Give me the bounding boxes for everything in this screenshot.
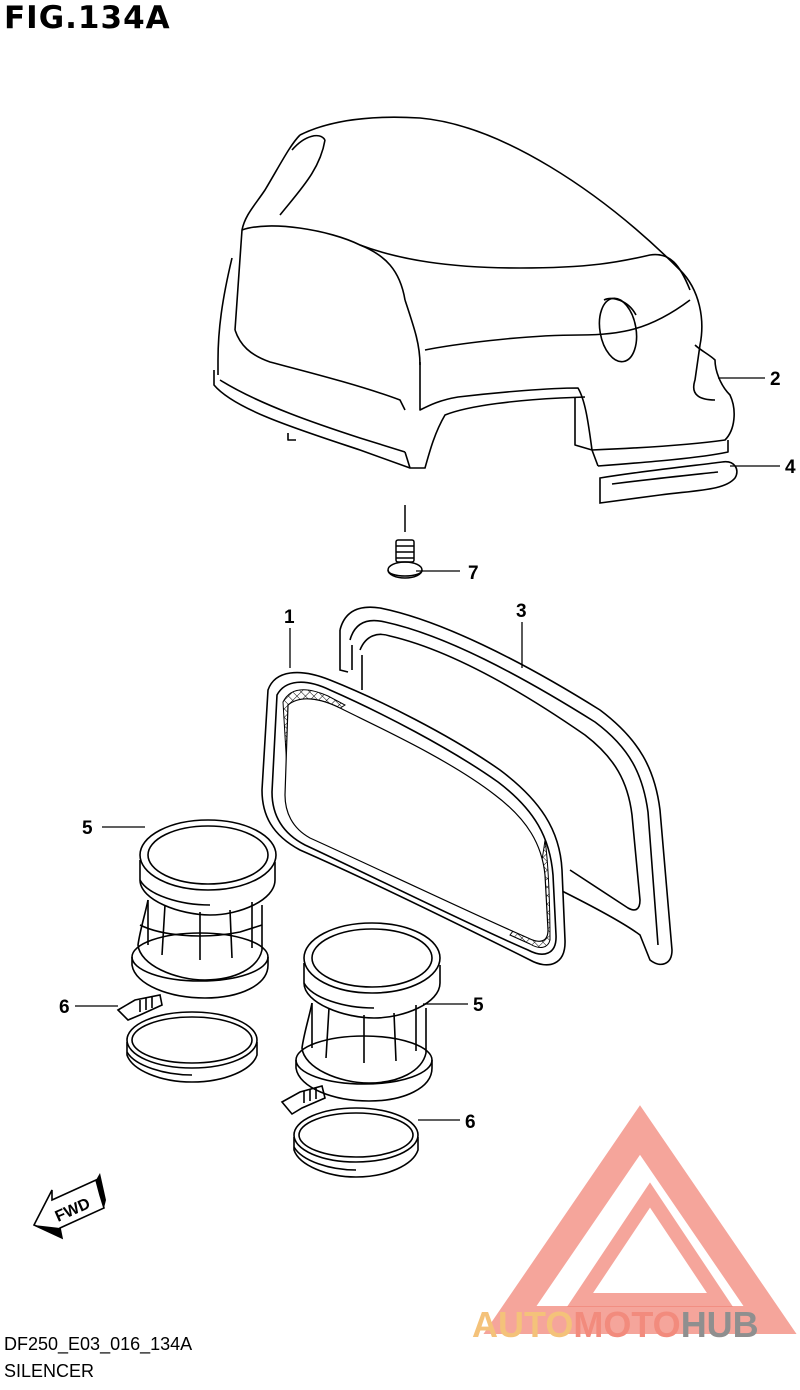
watermark-triangle-inner: [566, 1182, 734, 1307]
leader-lines: [75, 377, 780, 1121]
watermark-auto: AUTO: [472, 1304, 573, 1345]
filter-frame: [339, 606, 673, 966]
callouts: 2 4 7 1 3 5 5 6 6: [59, 369, 796, 1133]
hose-clamp-lower: [280, 1085, 419, 1178]
seal-gasket: [599, 460, 738, 504]
fwd-arrow: FWD: [32, 1173, 106, 1240]
svg-text:AUTOMOTOHUB: AUTOMOTOHUB: [472, 1304, 759, 1345]
intake-duct-upper: [131, 819, 277, 999]
callout-2: 2: [770, 369, 781, 390]
diagram-code: DF250_E03_016_134A: [4, 1334, 193, 1354]
watermark-logo: AUTOMOTOHUB: [472, 1105, 797, 1345]
screw: [387, 505, 423, 579]
diagram-caption: SILENCER: [4, 1361, 95, 1381]
figure-title: FIG.134A: [4, 0, 171, 36]
hose-clamp-upper: [116, 994, 258, 1083]
silencer-cover: [213, 116, 735, 469]
watermark-moto: MOTO: [573, 1304, 680, 1345]
callout-7: 7: [468, 563, 479, 584]
callout-1: 1: [284, 607, 295, 628]
watermark-triangle-outer: [483, 1105, 797, 1334]
callout-6-upper: 6: [59, 997, 70, 1018]
callout-5-lower: 5: [473, 995, 484, 1016]
callout-3: 3: [516, 601, 527, 622]
callout-5-upper: 5: [82, 818, 93, 839]
filter-screen: [261, 671, 566, 966]
callout-6-lower: 6: [465, 1112, 476, 1133]
callout-4: 4: [785, 457, 796, 478]
watermark-hub: HUB: [681, 1304, 759, 1345]
intake-duct-lower: [295, 922, 441, 1102]
